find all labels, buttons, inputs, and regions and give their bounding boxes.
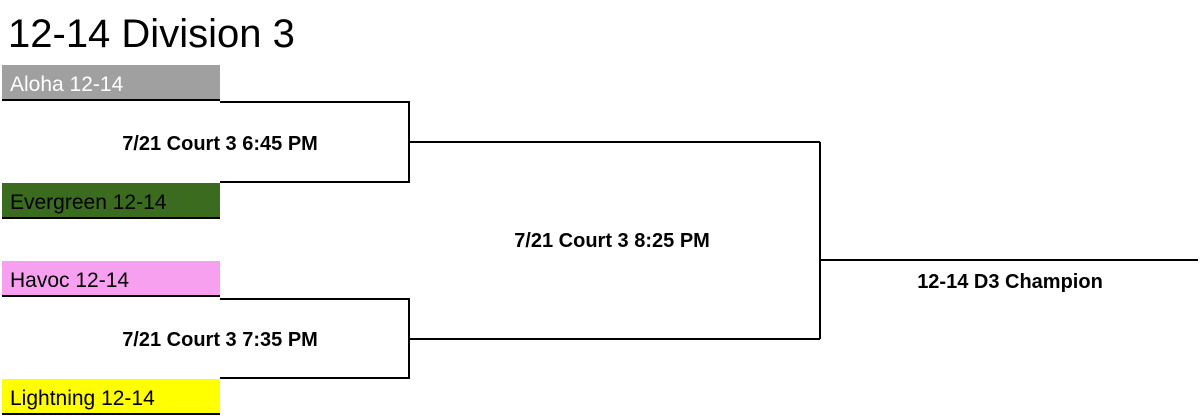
team-evergreen: Evergreen 12-14	[2, 183, 220, 219]
semifinal-bottom-game-label: 7/21 Court 3 7:35 PM	[122, 329, 318, 351]
team-havoc: Havoc 12-14	[2, 261, 220, 297]
team-aloha: Aloha 12-14	[2, 65, 220, 101]
champion-label: 12-14 D3 Champion	[917, 271, 1103, 293]
semifinal-top-game-label: 7/21 Court 3 6:45 PM	[122, 133, 318, 155]
final-game-label: 7/21 Court 3 8:25 PM	[514, 230, 710, 252]
bracket-title: 12-14 Division 3	[8, 12, 295, 56]
team-lightning: Lightning 12-14	[2, 379, 220, 415]
